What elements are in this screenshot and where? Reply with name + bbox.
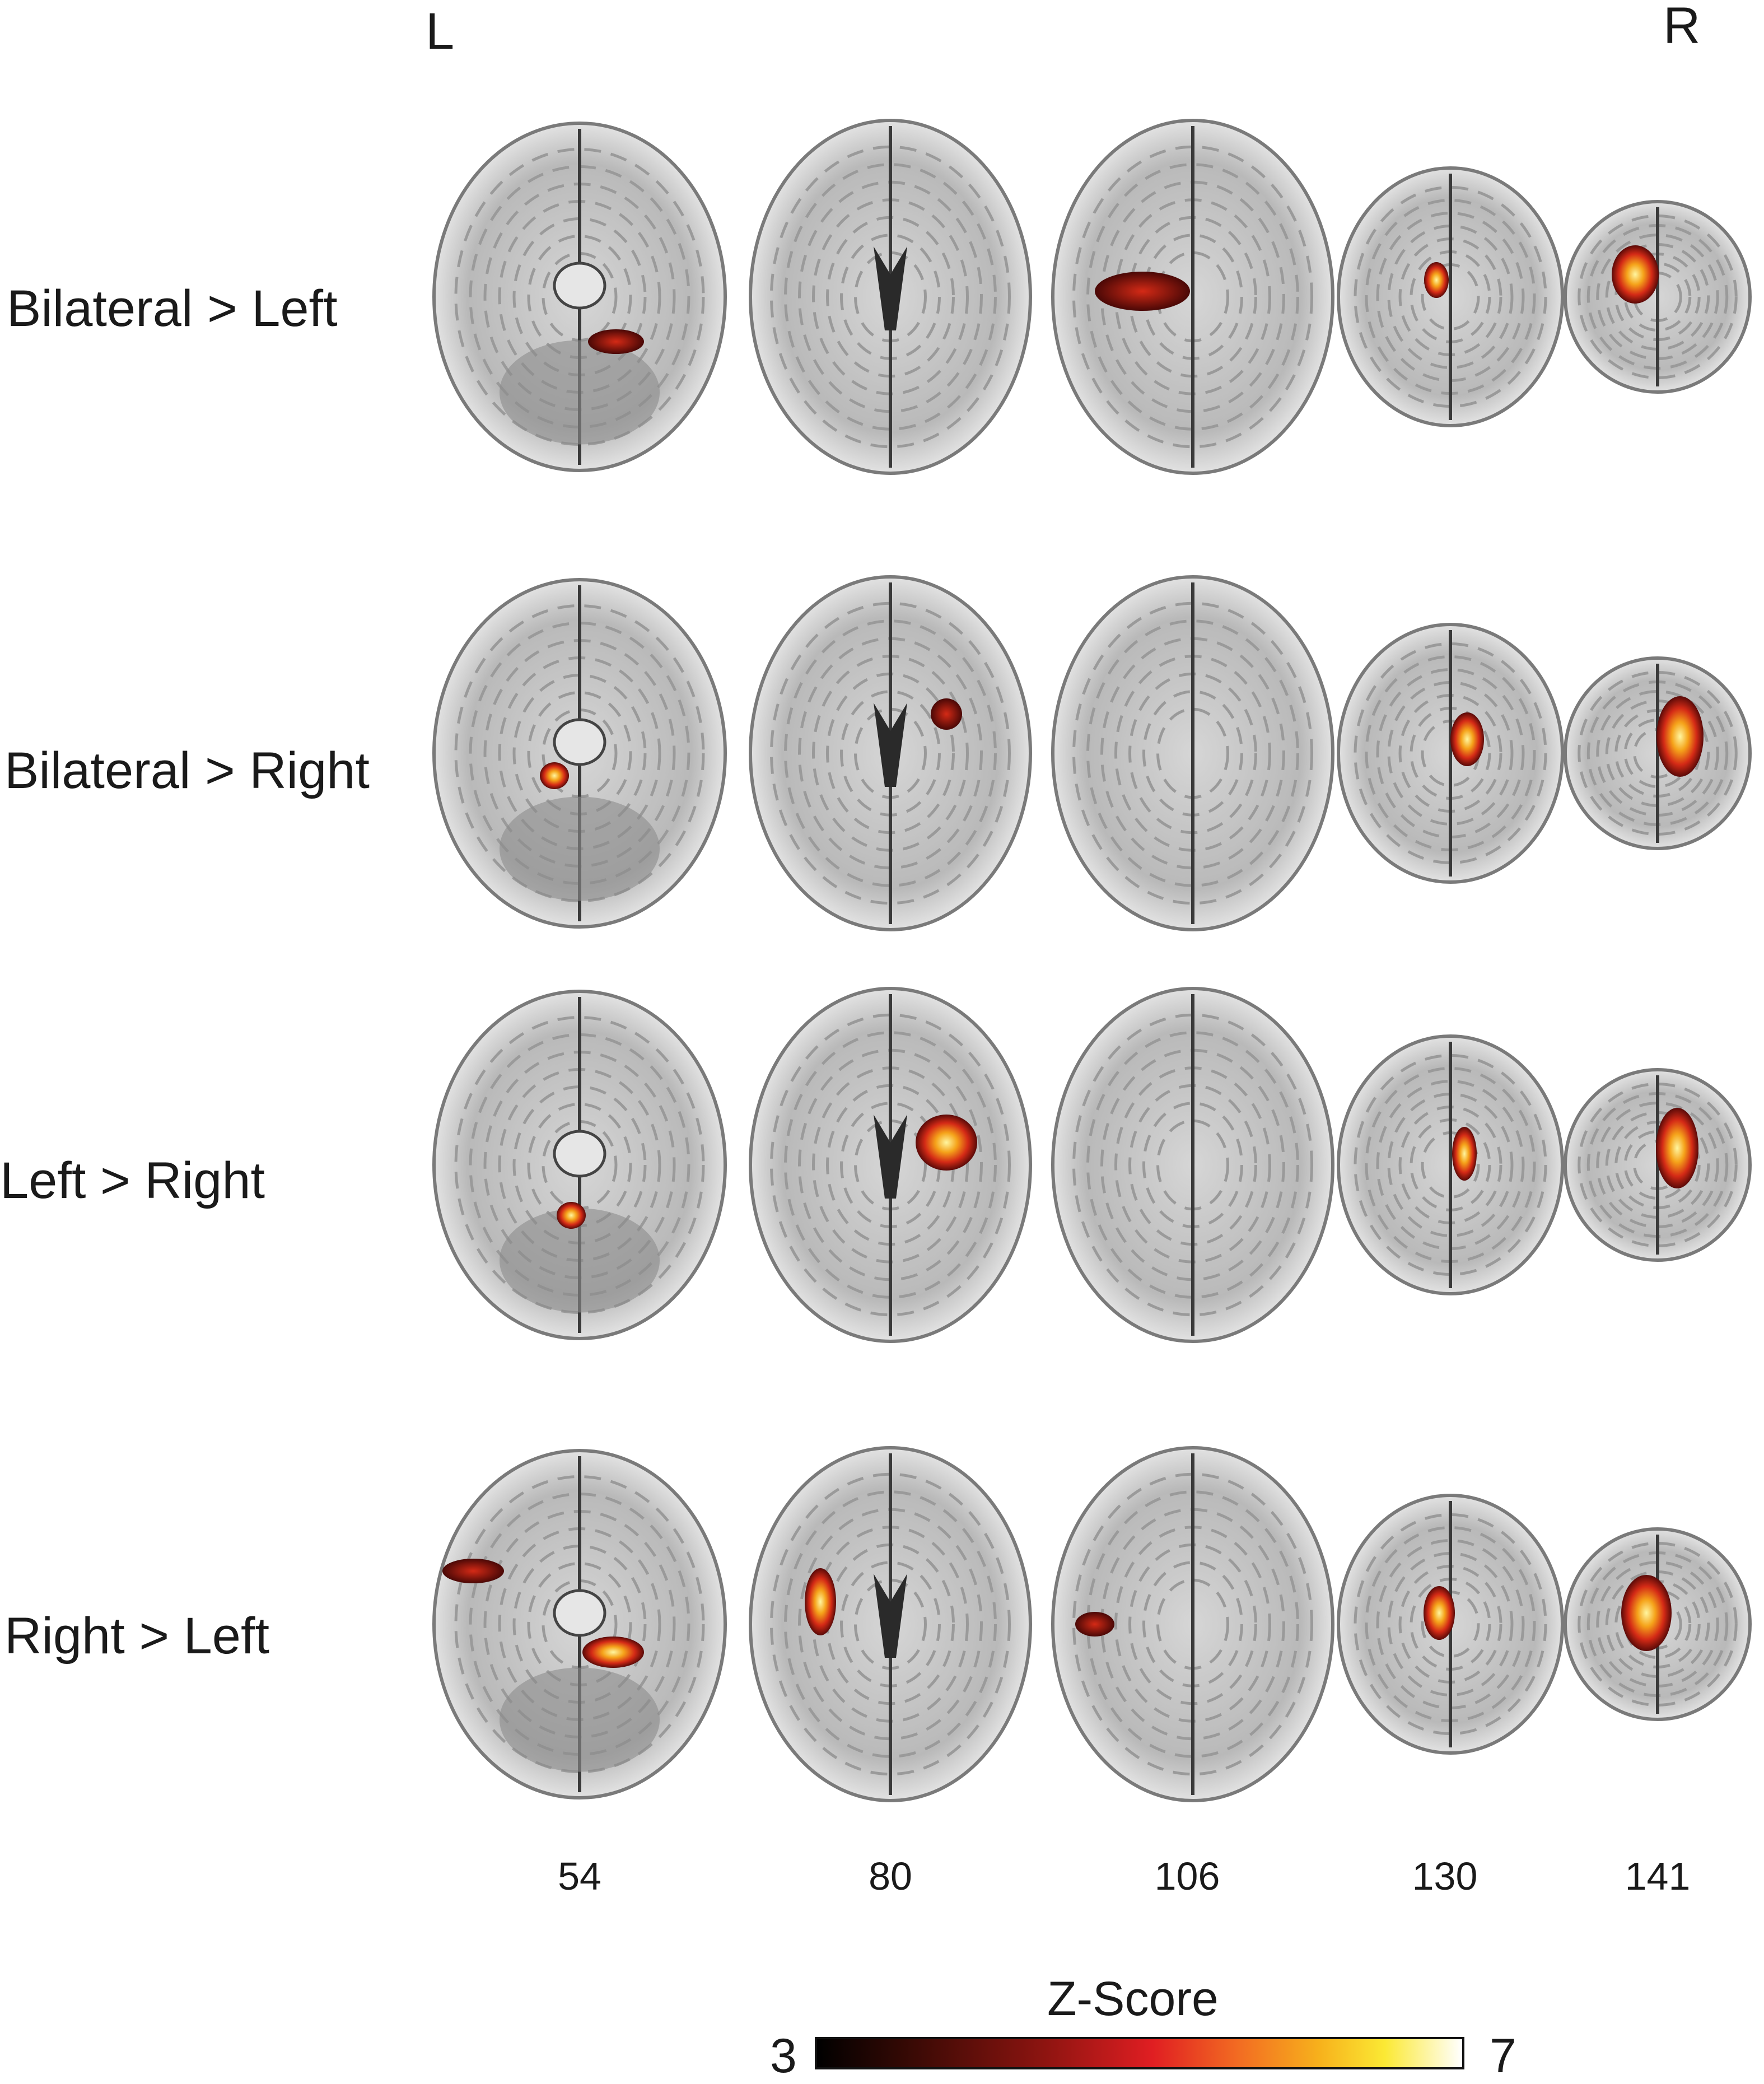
brain-slice: [1564, 200, 1752, 394]
activation-cluster: [931, 698, 962, 730]
gyri-texture: [454, 1016, 705, 1314]
brain-slice: [432, 990, 727, 1340]
gyri-texture: [1354, 1513, 1547, 1735]
brain-slice: [432, 122, 727, 472]
brain-slice: [432, 1449, 727, 1799]
gyri-texture: [1072, 1472, 1313, 1776]
activation-cluster: [916, 1115, 977, 1171]
brain-slice-grid: [432, 119, 1752, 1802]
brainstem: [553, 718, 606, 766]
brain-slice: [749, 119, 1032, 475]
gyri-texture: [1354, 186, 1547, 408]
brain-slice: [1051, 987, 1334, 1343]
zscore-colorbar: [815, 2037, 1464, 2069]
slice-number-80: 80: [869, 1854, 912, 1898]
gyri-texture: [1578, 671, 1738, 836]
colorbar-min-label: 3: [770, 2029, 797, 2083]
slice-number-106: 106: [1154, 1854, 1220, 1898]
activation-cluster: [540, 762, 569, 789]
row-label-bilateral-left: Bilateral > Left: [7, 280, 338, 337]
gyri-texture: [784, 619, 997, 887]
activation-cluster: [1452, 1127, 1477, 1181]
gyri-texture: [454, 1475, 705, 1773]
activation-cluster: [1621, 1575, 1672, 1651]
slice-number-130: 130: [1412, 1854, 1478, 1898]
brain-slice: [749, 575, 1032, 931]
cerebellum: [500, 340, 660, 445]
brain-slice: [1337, 166, 1564, 427]
brain-slice: [1051, 575, 1334, 931]
gyri-texture: [454, 148, 705, 446]
left-hemisphere-label: L: [426, 3, 455, 60]
gyri-texture: [770, 145, 1011, 449]
ventricle: [874, 703, 907, 787]
gyri-texture: [454, 604, 705, 902]
brain-slice: [1337, 623, 1564, 884]
gyri-texture: [1623, 262, 1692, 332]
gyri-texture: [1086, 619, 1299, 887]
brain-slice: [749, 987, 1032, 1343]
brain-slice: [432, 578, 727, 929]
gyri-texture: [784, 1031, 997, 1299]
activation-cluster: [1424, 262, 1449, 298]
slice-number-54: 54: [558, 1854, 601, 1898]
brain-slice: [1337, 1034, 1564, 1295]
cerebellum: [500, 1208, 660, 1313]
gyri-texture: [1072, 602, 1313, 905]
activation-cluster: [1656, 696, 1704, 777]
gyri-texture: [1072, 145, 1313, 449]
colorbar-title: Z-Score: [1047, 1972, 1219, 2026]
right-hemisphere-label: R: [1663, 0, 1701, 54]
brain-slice: [1564, 656, 1752, 850]
cerebellum: [500, 796, 660, 901]
activation-cluster: [1424, 1586, 1455, 1640]
brain-slice: [1051, 1446, 1334, 1802]
activation-cluster: [442, 1559, 504, 1583]
gyri-texture: [1354, 1054, 1547, 1276]
gyri-texture: [1578, 1542, 1738, 1707]
row-label-left-right: Left > Right: [0, 1152, 265, 1209]
gyri-texture: [1623, 1589, 1692, 1659]
brain-slice: [1564, 1068, 1752, 1262]
row-label-bilateral-right: Bilateral > Right: [4, 742, 370, 799]
brainstem: [553, 1130, 606, 1178]
gyri-texture: [784, 163, 997, 431]
row-label-right-left: Right > Left: [4, 1607, 270, 1665]
gyri-texture: [1086, 1490, 1299, 1758]
activation-cluster: [1095, 272, 1190, 311]
brainstem: [553, 1589, 606, 1637]
activation-cluster: [1450, 712, 1484, 766]
gyri-texture: [770, 1472, 1011, 1776]
gyri-texture: [1354, 642, 1547, 864]
activation-cluster: [805, 1568, 836, 1635]
brain-slice: [749, 1446, 1032, 1802]
brain-slice: [1051, 119, 1334, 475]
gyri-texture: [1086, 1031, 1299, 1299]
activation-cluster: [582, 1637, 644, 1668]
activation-cluster: [557, 1202, 586, 1229]
cerebellum: [500, 1667, 660, 1772]
gyri-texture: [770, 602, 1011, 905]
ventricle: [874, 246, 907, 330]
gyri-texture: [1578, 1083, 1738, 1247]
activation-cluster: [1075, 1612, 1114, 1637]
gyri-texture: [1072, 1013, 1313, 1317]
colorbar-max-label: 7: [1490, 2029, 1516, 2083]
activation-cluster: [1612, 245, 1659, 304]
activation-cluster: [588, 329, 644, 354]
ventricle: [874, 1115, 907, 1199]
ventricle: [874, 1574, 907, 1658]
activation-cluster: [1656, 1108, 1698, 1188]
slice-number-141: 141: [1625, 1854, 1691, 1898]
gyri-texture: [770, 1013, 1011, 1317]
gyri-texture: [784, 1490, 997, 1758]
brainstem: [553, 262, 606, 310]
gyri-texture: [1086, 163, 1299, 431]
gyri-texture: [1578, 215, 1738, 379]
